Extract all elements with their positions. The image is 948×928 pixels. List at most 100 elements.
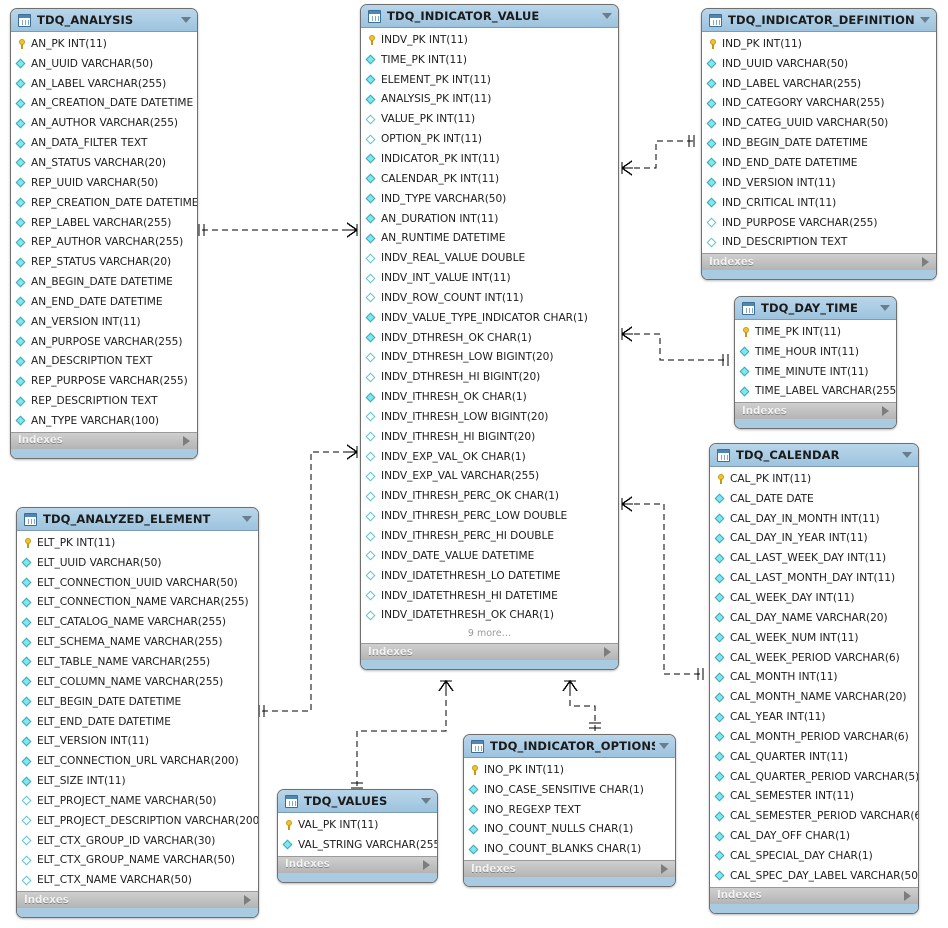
column-row[interactable]: INDV_PK INT(11) — [361, 30, 618, 50]
column-row[interactable]: REP_AUTHOR VARCHAR(255) — [11, 232, 197, 252]
column-row[interactable]: INDV_DTHRESH_LOW BIGINT(20) — [361, 348, 618, 368]
column-row[interactable]: INDV_VALUE_TYPE_INDICATOR CHAR(1) — [361, 308, 618, 328]
column-row[interactable]: ELT_PROJECT_DESCRIPTION VARCHAR(200) — [17, 811, 258, 831]
column-row[interactable]: ELT_COLUMN_NAME VARCHAR(255) — [17, 672, 258, 692]
triangle-right-icon[interactable] — [423, 859, 430, 870]
column-row[interactable]: VAL_STRING VARCHAR(255) — [278, 835, 437, 855]
column-row[interactable]: ANALYSIS_PK INT(11) — [361, 90, 618, 110]
column-row[interactable]: AN_AUTHOR VARCHAR(255) — [11, 113, 197, 133]
column-row[interactable]: INDV_IDATETHRESH_HI DATETIME — [361, 586, 618, 606]
column-row[interactable]: ELT_BEGIN_DATE DATETIME — [17, 692, 258, 712]
column-row[interactable]: IND_PK INT(11) — [702, 34, 936, 54]
column-row[interactable]: CAL_QUARTER INT(11) — [710, 747, 918, 767]
column-row[interactable]: VAL_PK INT(11) — [278, 815, 437, 835]
chevron-down-icon[interactable] — [602, 13, 612, 19]
triangle-right-icon[interactable] — [244, 895, 251, 906]
column-row[interactable]: AN_DESCRIPTION TEXT — [11, 352, 197, 372]
column-row[interactable]: ELT_CONNECTION_NAME VARCHAR(255) — [17, 593, 258, 613]
column-row[interactable]: ELT_CATALOG_NAME VARCHAR(255) — [17, 612, 258, 632]
column-row[interactable]: AN_DURATION INT(11) — [361, 209, 618, 229]
column-row[interactable]: IND_CATEG_UUID VARCHAR(50) — [702, 113, 936, 133]
table-header-tdq_indicator_definition[interactable]: TDQ_INDICATOR_DEFINITION — [702, 9, 936, 32]
column-row[interactable]: ELT_CONNECTION_UUID VARCHAR(50) — [17, 573, 258, 593]
column-row[interactable]: INDV_ITHRESH_PERC_LOW DOUBLE — [361, 506, 618, 526]
column-row[interactable]: ELT_CONNECTION_URL VARCHAR(200) — [17, 751, 258, 771]
indexes-section-tdq_indicator_definition[interactable]: Indexes — [702, 253, 936, 271]
column-row[interactable]: CAL_SEMESTER_PERIOD VARCHAR(6) — [710, 806, 918, 826]
column-row[interactable]: CAL_DAY_NAME VARCHAR(20) — [710, 608, 918, 628]
table-header-tdq_calendar[interactable]: TDQ_CALENDAR — [710, 444, 918, 467]
column-row[interactable]: REP_DESCRIPTION TEXT — [11, 391, 197, 411]
triangle-right-icon[interactable] — [661, 864, 668, 875]
indexes-section-tdq_values[interactable]: Indexes — [278, 855, 437, 873]
column-row[interactable]: ELT_TABLE_NAME VARCHAR(255) — [17, 652, 258, 672]
column-row[interactable]: CAL_DAY_IN_YEAR INT(11) — [710, 529, 918, 549]
column-row[interactable]: ELEMENT_PK INT(11) — [361, 70, 618, 90]
table-header-tdq_indicator_options[interactable]: TDQ_INDICATOR_OPTIONS — [464, 735, 675, 758]
column-row[interactable]: ELT_END_DATE DATETIME — [17, 712, 258, 732]
column-row[interactable]: IND_LABEL VARCHAR(255) — [702, 74, 936, 94]
more-columns-label[interactable]: 9 more… — [467, 628, 512, 640]
triangle-right-icon[interactable] — [183, 435, 190, 446]
chevron-down-icon[interactable] — [659, 743, 669, 749]
chevron-down-icon[interactable] — [920, 17, 930, 23]
column-row[interactable]: CAL_MONTH_PERIOD VARCHAR(6) — [710, 727, 918, 747]
column-row[interactable]: ELT_PROJECT_NAME VARCHAR(50) — [17, 791, 258, 811]
column-row[interactable]: IND_END_DATE DATETIME — [702, 153, 936, 173]
column-row[interactable]: CAL_WEEK_PERIOD VARCHAR(6) — [710, 648, 918, 668]
column-row[interactable]: REP_PURPOSE VARCHAR(255) — [11, 371, 197, 391]
column-row[interactable]: INO_REGEXP TEXT — [464, 800, 675, 820]
column-row[interactable]: TIME_HOUR INT(11) — [735, 342, 896, 362]
triangle-right-icon[interactable] — [904, 890, 911, 901]
column-row[interactable]: TIME_MINUTE INT(11) — [735, 362, 896, 382]
column-row[interactable]: INDICATOR_PK INT(11) — [361, 149, 618, 169]
column-row[interactable]: INDV_EXP_VAL VARCHAR(255) — [361, 467, 618, 487]
column-row[interactable]: INDV_DTHRESH_HI BIGINT(20) — [361, 367, 618, 387]
chevron-down-icon[interactable] — [880, 305, 890, 311]
column-row[interactable]: IND_CATEGORY VARCHAR(255) — [702, 94, 936, 114]
column-row[interactable]: CAL_DAY_IN_MONTH INT(11) — [710, 509, 918, 529]
column-row[interactable]: INDV_DATE_VALUE DATETIME — [361, 546, 618, 566]
column-row[interactable]: REP_STATUS VARCHAR(20) — [11, 252, 197, 272]
table-header-tdq_indicator_value[interactable]: TDQ_INDICATOR_VALUE — [361, 5, 618, 28]
column-row[interactable]: CAL_MONTH_NAME VARCHAR(20) — [710, 687, 918, 707]
column-row[interactable]: AN_UUID VARCHAR(50) — [11, 54, 197, 74]
column-row[interactable]: CAL_PK INT(11) — [710, 469, 918, 489]
column-row[interactable]: ELT_VERSION INT(11) — [17, 731, 258, 751]
column-row[interactable]: IND_PURPOSE VARCHAR(255) — [702, 213, 936, 233]
indexes-section-tdq_indicator_value[interactable]: Indexes — [361, 643, 618, 661]
column-row[interactable]: ELT_PK INT(11) — [17, 533, 258, 553]
column-row[interactable]: INDV_IDATETHRESH_LO DATETIME — [361, 566, 618, 586]
column-row[interactable]: INDV_ITHRESH_OK CHAR(1) — [361, 387, 618, 407]
column-row[interactable]: ELT_UUID VARCHAR(50) — [17, 553, 258, 573]
column-row[interactable]: INDV_ITHRESH_PERC_HI DOUBLE — [361, 526, 618, 546]
column-row[interactable]: CAL_LAST_MONTH_DAY INT(11) — [710, 568, 918, 588]
column-row[interactable]: ELT_CTX_NAME VARCHAR(50) — [17, 870, 258, 890]
triangle-right-icon[interactable] — [882, 406, 889, 417]
column-row[interactable]: REP_UUID VARCHAR(50) — [11, 173, 197, 193]
column-row[interactable]: CAL_YEAR INT(11) — [710, 707, 918, 727]
column-row[interactable]: INO_CASE_SENSITIVE CHAR(1) — [464, 780, 675, 800]
chevron-down-icon[interactable] — [181, 17, 191, 23]
column-row[interactable]: VALUE_PK INT(11) — [361, 109, 618, 129]
column-row[interactable]: INO_PK INT(11) — [464, 760, 675, 780]
chevron-down-icon[interactable] — [242, 516, 252, 522]
table-header-tdq_values[interactable]: TDQ_VALUES — [278, 790, 437, 813]
column-row[interactable]: ELT_SCHEMA_NAME VARCHAR(255) — [17, 632, 258, 652]
indexes-section-tdq_analysis[interactable]: Indexes — [11, 431, 197, 449]
column-row[interactable]: CAL_WEEK_DAY INT(11) — [710, 588, 918, 608]
column-row[interactable]: AN_BEGIN_DATE DATETIME — [11, 272, 197, 292]
column-row[interactable]: CALENDAR_PK INT(11) — [361, 169, 618, 189]
indexes-section-tdq_day_time[interactable]: Indexes — [735, 402, 896, 420]
column-row[interactable]: IND_TYPE VARCHAR(50) — [361, 189, 618, 209]
triangle-right-icon[interactable] — [922, 257, 929, 268]
column-row[interactable]: CAL_QUARTER_PERIOD VARCHAR(5) — [710, 767, 918, 787]
indexes-section-tdq_analyzed_element[interactable]: Indexes — [17, 891, 258, 909]
column-row[interactable]: INO_COUNT_BLANKS CHAR(1) — [464, 839, 675, 859]
column-row[interactable]: ELT_SIZE INT(11) — [17, 771, 258, 791]
column-row[interactable]: AN_PK INT(11) — [11, 34, 197, 54]
column-row[interactable]: IND_UUID VARCHAR(50) — [702, 54, 936, 74]
